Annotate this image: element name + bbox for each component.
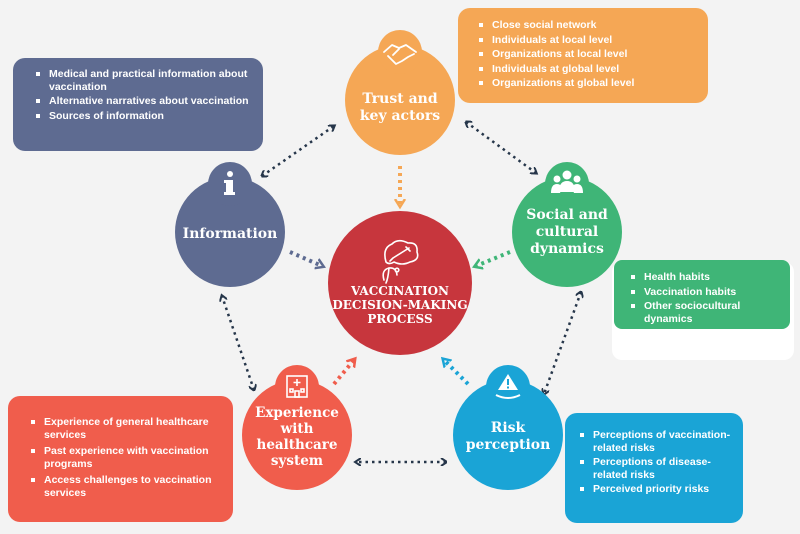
warning-hand-icon bbox=[495, 374, 521, 399]
box-social-item: Other sociocultural dynamics bbox=[622, 300, 784, 325]
arrow-experience-to-center bbox=[332, 360, 354, 386]
box-trust-item: Organizations at local level bbox=[470, 48, 698, 61]
box-information: Medical and practical information about … bbox=[13, 58, 263, 151]
box-trust-item: Organizations at global level bbox=[470, 77, 698, 90]
node-label-risk: Risk perception bbox=[465, 420, 551, 453]
box-risk: Perceptions of vaccination-related risks… bbox=[565, 413, 743, 523]
arrow-trust-social bbox=[466, 122, 536, 173]
handshake-icon bbox=[383, 44, 417, 65]
arrow-information-to-center bbox=[289, 250, 322, 266]
box-risk-item: Perceived priority risks bbox=[571, 483, 735, 496]
node-label-trust: Trust and key actors bbox=[359, 91, 441, 124]
arrow-risk-to-center bbox=[444, 360, 470, 386]
box-trust-item: Individuals at local level bbox=[470, 34, 698, 47]
box-trust-item: Individuals at global level bbox=[470, 63, 698, 76]
box-social-item: Vaccination habits bbox=[622, 286, 784, 299]
hospital-icon bbox=[286, 375, 308, 398]
node-experience bbox=[242, 365, 352, 490]
box-information-item: Alternative narratives about vaccination bbox=[27, 95, 253, 108]
center-label: VACCINATION DECISION-MAKING PROCESS bbox=[332, 284, 468, 326]
box-experience-item: Experience of general healthcare service… bbox=[22, 416, 223, 441]
arrow-experience-information bbox=[222, 296, 254, 390]
info-icon bbox=[224, 171, 235, 195]
node-trust bbox=[345, 30, 455, 155]
box-risk-item: Perceptions of disease-related risks bbox=[571, 456, 735, 481]
box-trust-item: Close social network bbox=[470, 19, 698, 32]
box-information-item: Medical and practical information about … bbox=[27, 68, 253, 93]
people-group-icon bbox=[551, 170, 583, 193]
arrow-social-risk bbox=[544, 292, 581, 394]
node-label-social: Social and cultural dynamics bbox=[526, 207, 608, 257]
box-social-item: Health habits bbox=[622, 271, 784, 284]
box-information-item: Sources of information bbox=[27, 110, 253, 123]
box-experience-item: Access challenges to vaccination service… bbox=[22, 474, 223, 499]
node-risk bbox=[453, 365, 563, 490]
box-experience: Experience of general healthcare service… bbox=[8, 396, 233, 522]
box-trust: Close social network Individuals at loca… bbox=[458, 8, 708, 103]
box-social: Health habits Vaccination habits Other s… bbox=[614, 260, 790, 329]
node-label-experience: Experience with healthcare system bbox=[255, 405, 339, 469]
arrow-social-to-center bbox=[476, 250, 511, 266]
box-experience-item: Past experience with vaccination program… bbox=[22, 445, 223, 470]
thinking-head-vaccine-icon bbox=[382, 239, 419, 284]
node-center bbox=[328, 211, 472, 355]
node-label-information: Information bbox=[182, 226, 278, 242]
arrow-information-trust bbox=[262, 126, 334, 176]
box-risk-item: Perceptions of vaccination-related risks bbox=[571, 429, 735, 454]
